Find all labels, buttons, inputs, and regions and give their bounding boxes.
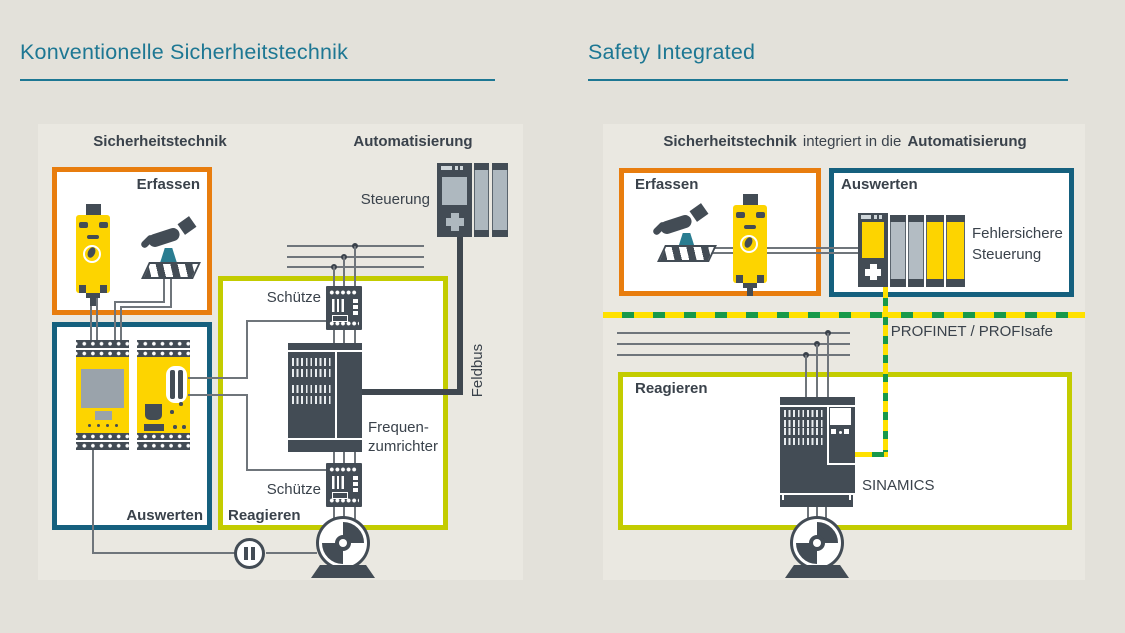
- schuetze-upper-label: Schütze: [266, 289, 321, 306]
- press-button-icon: [678, 233, 695, 248]
- schuetze-lower-label: Schütze: [266, 481, 321, 498]
- erfassen-label-right: Erfassen: [635, 176, 699, 193]
- frequenzumrichter-label-line1: Frequen-: [368, 419, 429, 436]
- sensor-cable: [700, 247, 860, 254]
- left-title-underline: [20, 79, 495, 81]
- feldbus-line: [457, 237, 463, 395]
- right-header-regular: integriert in die: [802, 133, 902, 150]
- safety-mat-icon: [141, 262, 201, 279]
- sinamics-label: SINAMICS: [862, 477, 935, 494]
- right-title-underline: [588, 79, 1068, 81]
- hand-press-icon: [651, 203, 710, 242]
- safety-mat-icon: [657, 245, 717, 262]
- power-line: [287, 266, 424, 268]
- erfassen-label-left: Erfassen: [136, 176, 200, 193]
- left-header-automation: Automatisierung: [353, 133, 473, 150]
- power-line: [617, 343, 850, 345]
- profisafe-drop-line: [853, 452, 888, 457]
- press-button-icon: [160, 248, 177, 263]
- power-line: [617, 332, 850, 334]
- power-line: [617, 354, 850, 356]
- motor-icon: [316, 516, 370, 570]
- right-header-bold1: Sicherheitstechnik: [663, 133, 797, 150]
- profinet-profisafe-bus: [603, 312, 1085, 318]
- safety-switch-icon: [76, 204, 110, 306]
- reagieren-label-right: Reagieren: [635, 380, 708, 397]
- pause-contact-icon: [234, 538, 265, 569]
- contactor-icon: [326, 286, 362, 330]
- safety-relay-icon: [76, 340, 129, 450]
- reagieren-label-left: Reagieren: [228, 507, 301, 524]
- motor-icon: [790, 516, 844, 570]
- sinamics-drive-icon: [780, 397, 855, 507]
- left-title: Konventionelle Sicherheitstechnik: [20, 40, 349, 64]
- motor-base: [311, 565, 375, 578]
- auswerten-label-left: Auswerten: [126, 507, 203, 524]
- feldbus-line: [362, 389, 463, 395]
- feldbus-label: Feldbus: [468, 343, 486, 398]
- contactor-icon: [326, 463, 362, 507]
- safety-switch-icon: [733, 194, 767, 296]
- fehlersichere-label-line2: Steuerung: [972, 246, 1042, 263]
- power-line: [287, 255, 424, 258]
- fehlersichere-label-line1: Fehlersichere: [972, 225, 1063, 242]
- plc-controller-icon: [437, 163, 508, 237]
- fail-safe-plc-icon: [858, 213, 965, 287]
- frequenzumrichter-label-line2: zumrichter: [368, 438, 439, 455]
- profisafe-drop-line: [883, 287, 888, 455]
- right-header-bold2: Automatisierung: [907, 133, 1027, 150]
- profinet-profisafe-label: PROFINET / PROFIsafe: [890, 323, 1053, 340]
- right-title: Safety Integrated: [588, 40, 756, 64]
- right-header: Sicherheitstechnik integriert in die Aut…: [615, 133, 1075, 151]
- steuerung-label: Steuerung: [360, 191, 430, 208]
- left-header-safety: Sicherheitstechnik: [93, 133, 227, 150]
- auswerten-label-right: Auswerten: [841, 176, 918, 193]
- frequency-converter-icon: [288, 343, 362, 452]
- safety-relay-icon: [137, 340, 190, 450]
- motor-base: [785, 565, 849, 578]
